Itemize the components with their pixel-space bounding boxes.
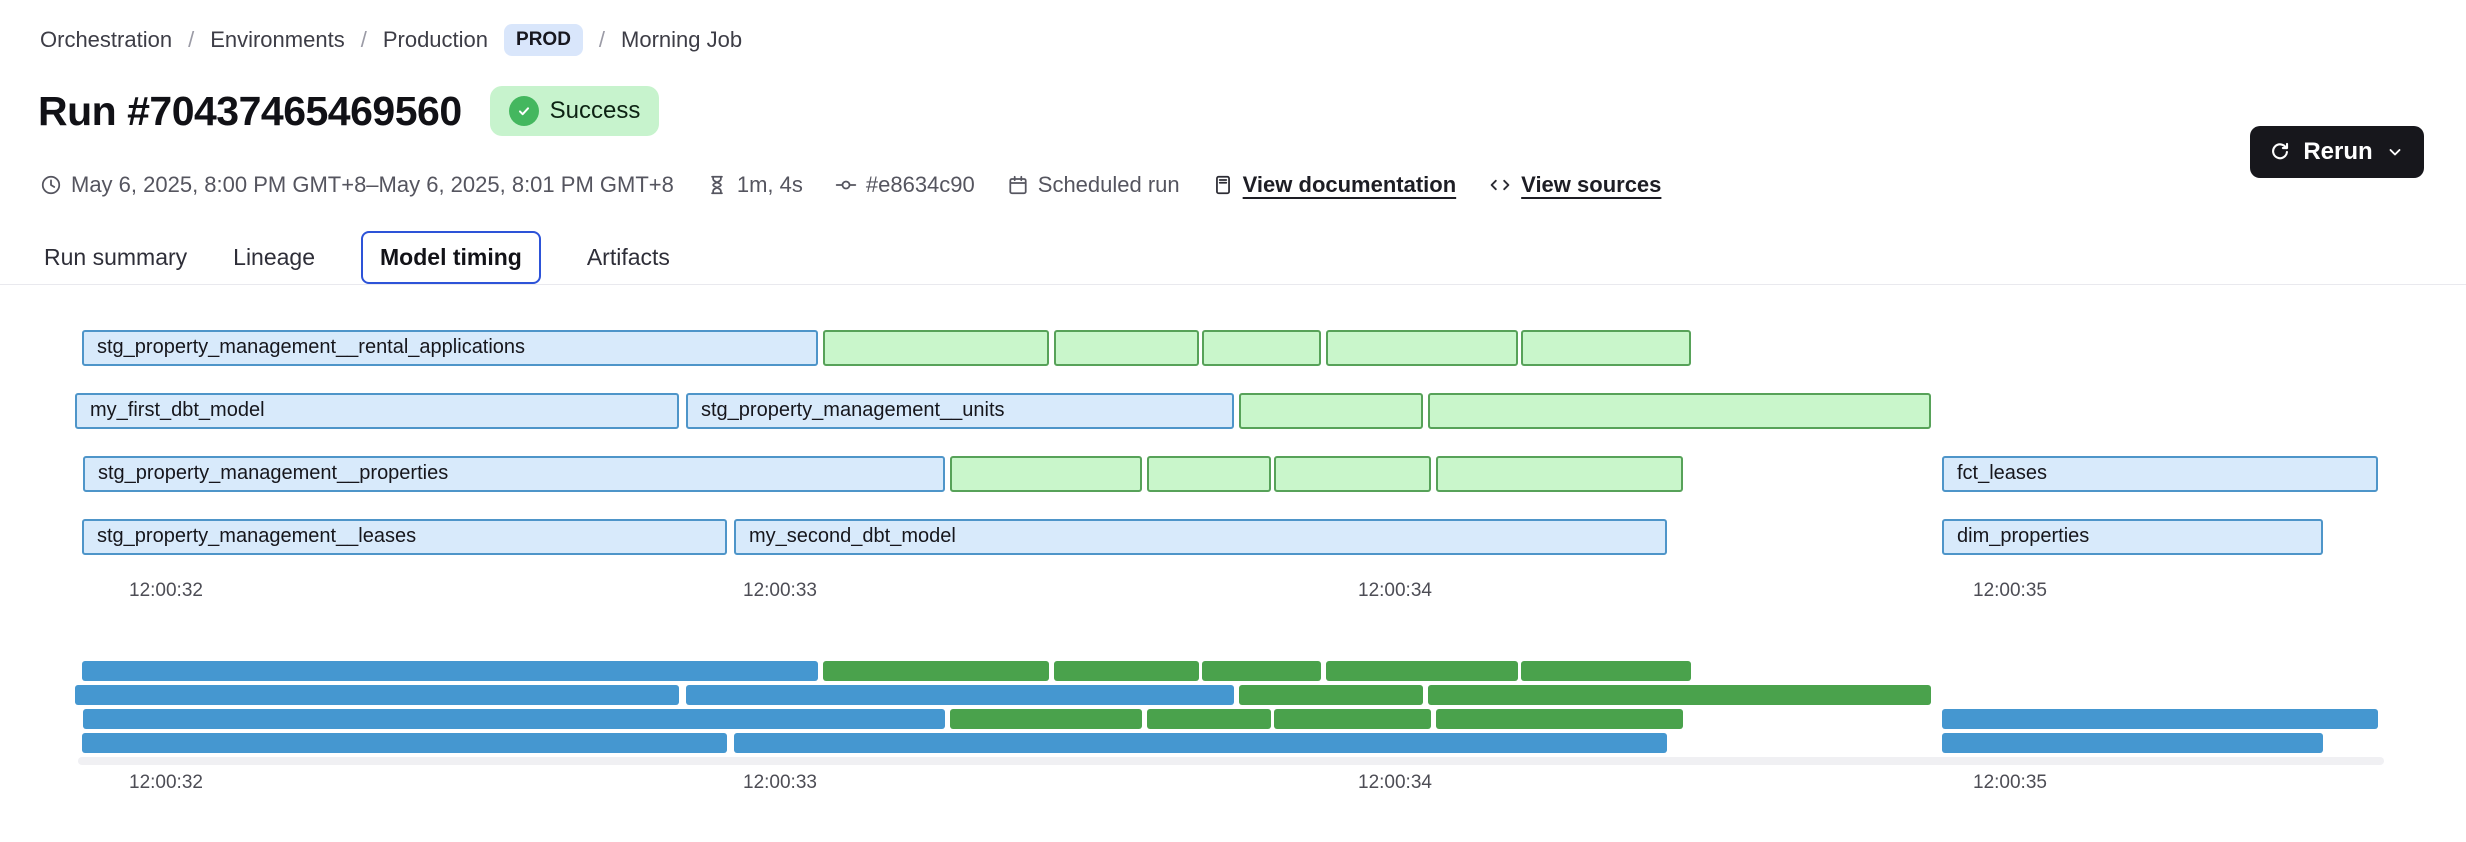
minimap-bar[interactable] — [734, 733, 1667, 753]
rerun-button[interactable]: Rerun — [2250, 126, 2424, 178]
axis-tick-label: 12:00:34 — [1358, 772, 1432, 793]
minimap-bar[interactable] — [82, 661, 818, 681]
calendar-icon — [1009, 175, 1027, 195]
minimap-scroll-track[interactable] — [78, 757, 2384, 765]
commit-hash: #e8634c90 — [835, 172, 975, 198]
model-timing-minimap[interactable] — [0, 661, 2466, 757]
prod-environment-badge: PROD — [504, 24, 583, 56]
run-time-range: May 6, 2025, 8:00 PM GMT+8–May 6, 2025, … — [40, 172, 674, 198]
minimap-bar[interactable] — [82, 733, 727, 753]
axis-tick-label: 12:00:35 — [1973, 772, 2047, 793]
gantt-bar-label: fct_leases — [1957, 462, 2048, 484]
gantt-bar[interactable] — [1202, 330, 1321, 366]
page-title: Run #70437465469560 — [38, 87, 462, 134]
refresh-icon — [2272, 142, 2289, 160]
gantt-bar[interactable] — [1436, 456, 1683, 492]
rerun-button-label: Rerun — [2303, 138, 2373, 165]
chevron-down-icon — [2389, 149, 2401, 156]
tab-artifacts[interactable]: Artifacts — [586, 243, 670, 270]
tab-model-timing[interactable]: Model timing — [361, 230, 541, 284]
minimap-bar[interactable] — [1428, 685, 1931, 705]
breadcrumb-production[interactable]: Production — [382, 27, 489, 52]
gantt-bar[interactable] — [1326, 330, 1518, 366]
tab-lineage[interactable]: Lineage — [233, 243, 316, 270]
gantt-bar-stg_property_management__units[interactable]: stg_property_management__units — [686, 393, 1234, 429]
document-icon — [1215, 175, 1230, 195]
gantt-bar[interactable] — [1428, 393, 1931, 429]
gantt-bar[interactable] — [1521, 330, 1691, 366]
gantt-time-axis: 12:00:32 12:00:33 12:00:34 12:00:35 — [0, 580, 2466, 604]
minimap-bar[interactable] — [83, 709, 945, 729]
minimap-bar[interactable] — [1147, 709, 1271, 729]
gantt-bar-fct_leases[interactable]: fct_leases — [1942, 456, 2378, 492]
breadcrumb-separator: / — [188, 27, 195, 52]
breadcrumb-morning-job[interactable]: Morning Job — [621, 27, 743, 52]
minimap-bar[interactable] — [1436, 709, 1683, 729]
breadcrumb-separator: / — [598, 27, 606, 52]
minimap-bar[interactable] — [1326, 661, 1518, 681]
gantt-bar-stg_property_management__properties[interactable]: stg_property_management__properties — [83, 456, 945, 492]
gantt-bar-stg_property_management__rental_applications[interactable]: stg_property_management__rental_applicat… — [82, 330, 818, 366]
axis-tick-label: 12:00:32 — [129, 772, 203, 793]
check-circle-icon — [508, 96, 539, 126]
gantt-bar-label: stg_property_management__rental_applicat… — [97, 336, 526, 358]
minimap-bar[interactable] — [1054, 661, 1199, 681]
axis-tick-label: 12:00:33 — [743, 772, 817, 793]
breadcrumb-orchestration[interactable]: Orchestration — [40, 27, 173, 52]
gantt-bar-stg_property_management__leases[interactable]: stg_property_management__leases — [82, 519, 727, 555]
axis-tick-label: 12:00:33 — [743, 580, 817, 601]
model-timing-gantt: stg_property_management__rental_applicat… — [0, 330, 2466, 556]
run-duration: 1m, 4s — [706, 172, 803, 198]
breadcrumb-environments[interactable]: Environments — [210, 27, 345, 52]
hourglass-icon — [711, 175, 723, 195]
code-icon — [1490, 179, 1510, 191]
axis-tick-label: 12:00:35 — [1973, 580, 2047, 601]
tab-run-summary[interactable]: Run summary — [44, 243, 188, 270]
axis-tick-label: 12:00:34 — [1358, 580, 1432, 601]
run-type: Scheduled run — [1007, 172, 1180, 198]
axis-tick-label: 12:00:32 — [129, 580, 203, 601]
minimap-bar[interactable] — [75, 685, 679, 705]
gantt-bar-my_first_dbt_model[interactable]: my_first_dbt_model — [75, 393, 679, 429]
minimap-bar[interactable] — [950, 709, 1142, 729]
commit-icon — [835, 180, 857, 190]
minimap-bar[interactable] — [1942, 733, 2323, 753]
gantt-bar[interactable] — [823, 330, 1049, 366]
title-row: Run #70437465469560 Success — [38, 86, 660, 136]
gantt-bar-label: dim_properties — [1957, 525, 2090, 547]
minimap-bar[interactable] — [1239, 685, 1423, 705]
breadcrumb-separator: / — [360, 27, 367, 52]
status-badge-label: Success — [549, 97, 641, 124]
gantt-bar-dim_properties[interactable]: dim_properties — [1942, 519, 2323, 555]
minimap-bar[interactable] — [1942, 709, 2378, 729]
minimap-bar[interactable] — [686, 685, 1234, 705]
run-meta-row: May 6, 2025, 8:00 PM GMT+8–May 6, 2025, … — [40, 172, 1661, 198]
breadcrumb: Orchestration / Environments / Productio… — [40, 24, 742, 56]
gantt-bar[interactable] — [1239, 393, 1423, 429]
view-sources-link[interactable]: View sources — [1488, 172, 1661, 198]
gantt-bar[interactable] — [1274, 456, 1431, 492]
minimap-bar[interactable] — [823, 661, 1049, 681]
gantt-bar-label: stg_property_management__leases — [97, 525, 417, 547]
minimap-bar[interactable] — [1202, 661, 1321, 681]
status-badge: Success — [489, 86, 660, 136]
run-tabs: Run summary Lineage Model timing Artifac… — [44, 230, 670, 284]
minimap-bar[interactable] — [1521, 661, 1691, 681]
gantt-bar[interactable] — [950, 456, 1142, 492]
minimap-bar[interactable] — [1274, 709, 1431, 729]
gantt-bar[interactable] — [1147, 456, 1271, 492]
gantt-bar-label: my_second_dbt_model — [749, 525, 956, 547]
view-documentation-link[interactable]: View documentation — [1212, 172, 1456, 198]
gantt-bar-label: my_first_dbt_model — [90, 399, 265, 421]
gantt-bar-label: stg_property_management__properties — [98, 462, 449, 484]
minimap-time-axis: 12:00:32 12:00:33 12:00:34 12:00:35 — [0, 772, 2466, 796]
gantt-bar-label: stg_property_management__units — [701, 399, 1005, 421]
tabs-divider — [0, 284, 2466, 285]
gantt-bar-my_second_dbt_model[interactable]: my_second_dbt_model — [734, 519, 1667, 555]
gantt-bar[interactable] — [1054, 330, 1199, 366]
clock-icon — [41, 175, 61, 195]
